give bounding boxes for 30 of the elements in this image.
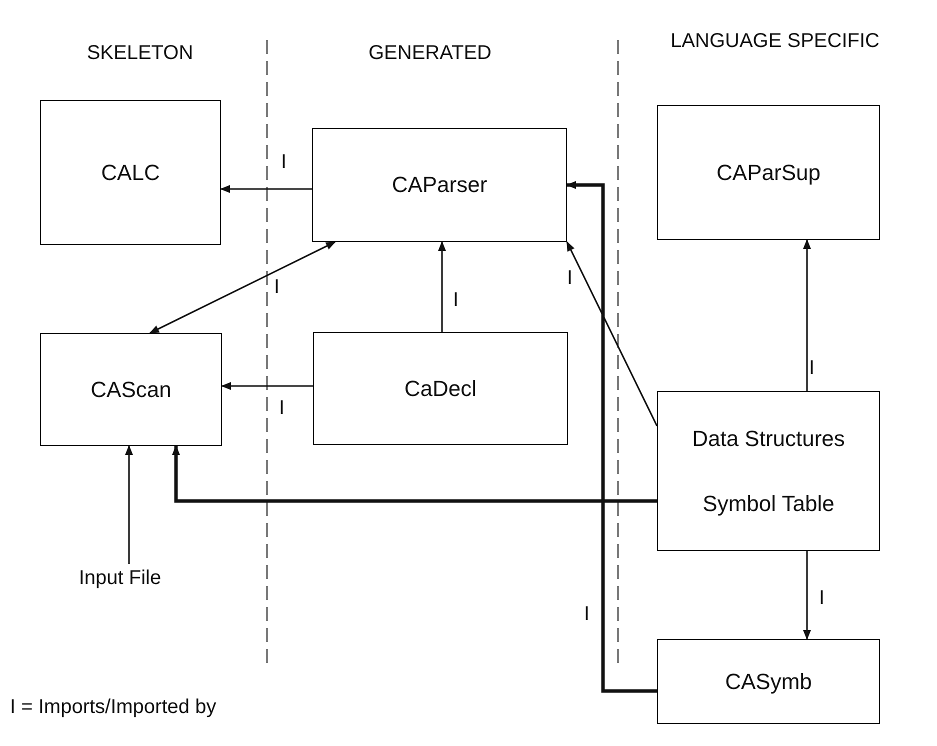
module-name: Data Structures — [692, 426, 845, 452]
arrow — [172, 445, 657, 503]
module-name: CaDecl — [404, 376, 477, 402]
module-box — [312, 128, 567, 242]
arrow — [149, 241, 336, 334]
column-heading: LANGUAGE SPECIFIC — [670, 29, 880, 54]
arrow — [221, 382, 313, 390]
arrow — [220, 185, 312, 193]
module-box — [40, 100, 221, 245]
module-box — [657, 105, 880, 240]
module-name: CAParSup — [716, 160, 820, 186]
arrow — [438, 241, 446, 332]
module-box — [40, 333, 222, 446]
module-box — [313, 332, 568, 445]
module-box — [657, 639, 880, 724]
module-box — [657, 391, 880, 551]
module-name: CALC — [101, 160, 160, 186]
arrow — [566, 181, 657, 693]
arrow — [803, 239, 811, 391]
arrow — [125, 445, 133, 564]
arrow — [803, 551, 811, 640]
module-name: CAScan — [90, 376, 172, 402]
column-heading: GENERATED — [368, 41, 492, 66]
module-name: Symbol Table — [702, 490, 834, 516]
arrow — [566, 241, 658, 426]
column-heading: SKELETON — [86, 41, 194, 66]
legend-note: I = Imports/Imported by — [10, 696, 216, 719]
input-label: Input File — [78, 566, 162, 590]
module-name: CASymb — [725, 668, 812, 694]
module-name: CAParser — [392, 172, 488, 198]
